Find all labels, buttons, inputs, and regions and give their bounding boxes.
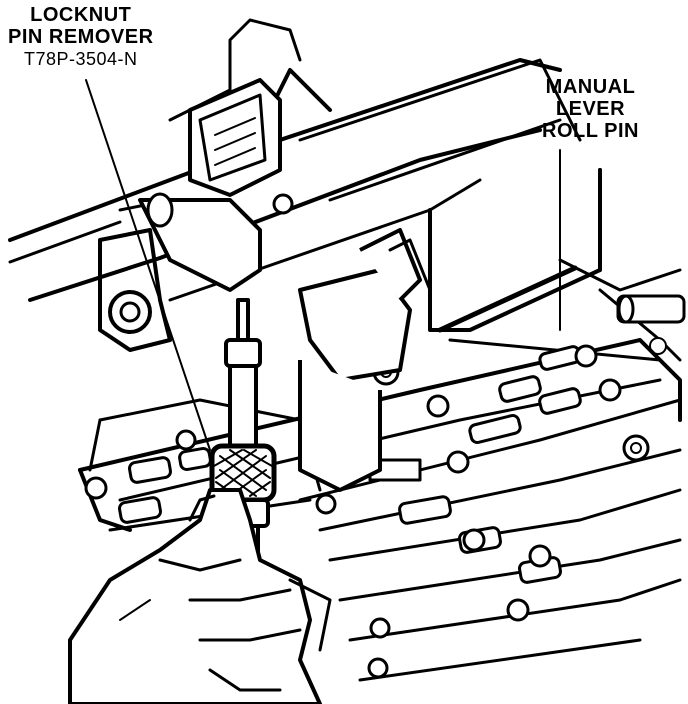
connector xyxy=(188,78,294,215)
callout-locknut-line2: PIN REMOVER xyxy=(8,26,154,48)
callout-locknut-part-number: T78P-3504-N xyxy=(23,49,138,69)
transmission-case-right xyxy=(428,168,686,462)
callout-manual-lever-roll-pin: MANUAL LEVER ROLL PIN xyxy=(542,76,639,142)
hand xyxy=(68,488,332,704)
pin-remover-tool xyxy=(209,298,277,568)
callout-manual-line2: LEVER xyxy=(555,98,626,120)
callout-manual-line1: MANUAL xyxy=(545,76,636,98)
leader-line-locknut xyxy=(85,79,211,451)
leader-lines xyxy=(85,79,561,451)
callout-locknut-line1: LOCKNUT xyxy=(30,4,132,26)
callout-manual-line3: ROLL PIN xyxy=(542,120,639,142)
manual-lever-shaft xyxy=(138,192,432,492)
callout-locknut-pin-remover: LOCKNUT PIN REMOVER T78P-3504-N xyxy=(8,4,154,70)
upper-plate xyxy=(8,18,582,302)
